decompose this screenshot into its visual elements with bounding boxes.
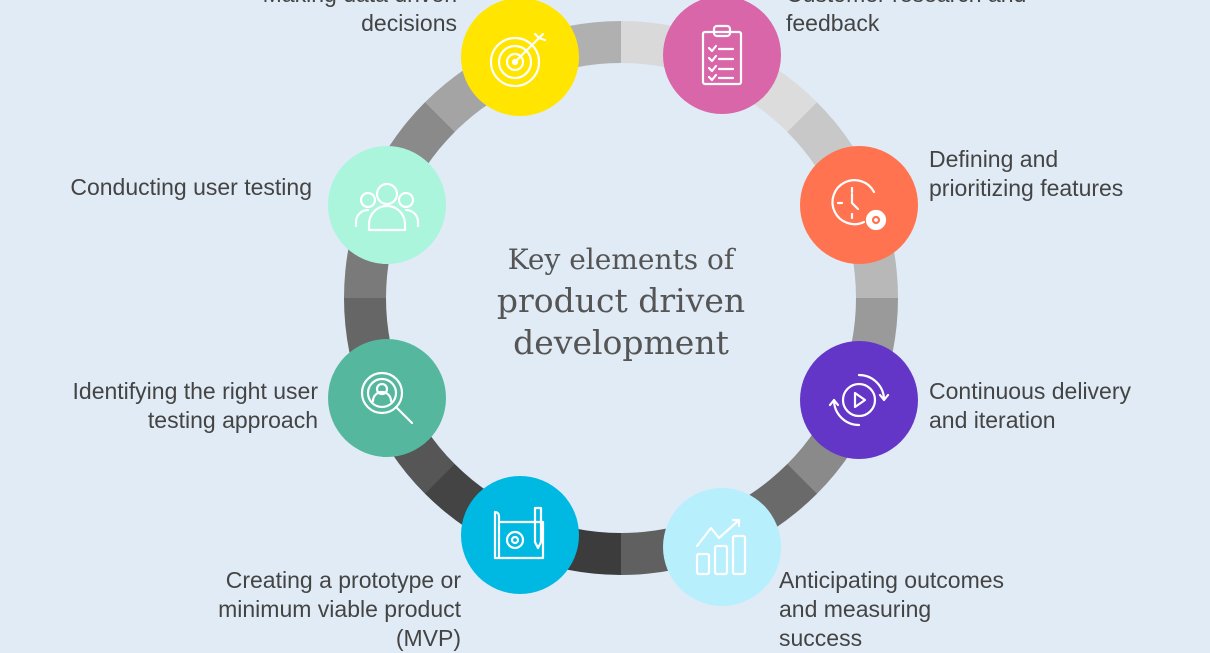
label-measuring-success: Anticipating outcomes and measuring succ… xyxy=(779,566,1004,653)
title-line: Key elements of xyxy=(507,243,735,276)
label-continuous-delivery: Continuous delivery and iteration xyxy=(929,377,1131,435)
label-line: minimum viable product xyxy=(218,596,461,622)
label-testing-approach: Identifying the right user testing appro… xyxy=(73,377,318,435)
target-icon xyxy=(489,32,547,88)
node-customer-research xyxy=(663,0,781,114)
label-line: prioritizing features xyxy=(929,175,1124,201)
label-prioritizing-features: Defining and prioritizing features xyxy=(929,145,1123,203)
title-line: development xyxy=(513,323,729,362)
label-line: Customer research and xyxy=(786,0,1026,9)
label-line: Anticipating outcomes xyxy=(779,567,1005,593)
growth-chart-icon xyxy=(695,518,747,576)
node-prototype-mvp xyxy=(461,476,579,594)
label-line: Conducting user testing xyxy=(70,174,312,200)
label-line: testing approach xyxy=(147,407,318,433)
label-line: feedback xyxy=(786,10,880,36)
label-line: Defining and xyxy=(929,146,1059,172)
label-line: Continuous delivery xyxy=(929,378,1132,404)
label-data-decisions: Making data driven decisions xyxy=(263,0,457,38)
label-line: Identifying the right user xyxy=(72,378,318,404)
magnify-user-icon xyxy=(360,371,414,425)
blueprint-icon xyxy=(493,506,545,560)
label-line: (MVP) xyxy=(395,625,461,651)
label-user-testing: Conducting user testing xyxy=(70,173,312,202)
clock-gear-icon xyxy=(831,179,887,231)
label-line: decisions xyxy=(361,10,457,36)
node-continuous-delivery xyxy=(800,341,918,459)
clipboard-checklist-icon xyxy=(701,24,743,86)
title-line: product driven xyxy=(496,281,746,320)
diagram-title: Key elements of product driven developme… xyxy=(461,240,781,364)
label-line: success xyxy=(779,625,863,651)
node-measuring-success xyxy=(663,488,781,606)
label-line: Creating a prototype or xyxy=(225,567,461,593)
play-cycle-icon xyxy=(828,373,890,427)
label-prototype-mvp: Creating a prototype or minimum viable p… xyxy=(218,566,461,653)
label-customer-research: Customer research and feedback xyxy=(786,0,1026,38)
ring-center xyxy=(386,63,856,533)
node-data-decisions xyxy=(461,0,579,116)
user-group-icon xyxy=(354,182,420,232)
label-line: Making data driven xyxy=(263,0,457,9)
label-line: and measuring xyxy=(779,596,932,622)
node-user-testing xyxy=(328,146,446,264)
label-line: and iteration xyxy=(929,407,1056,433)
node-prioritizing-features xyxy=(800,146,918,264)
node-testing-approach xyxy=(328,339,446,457)
